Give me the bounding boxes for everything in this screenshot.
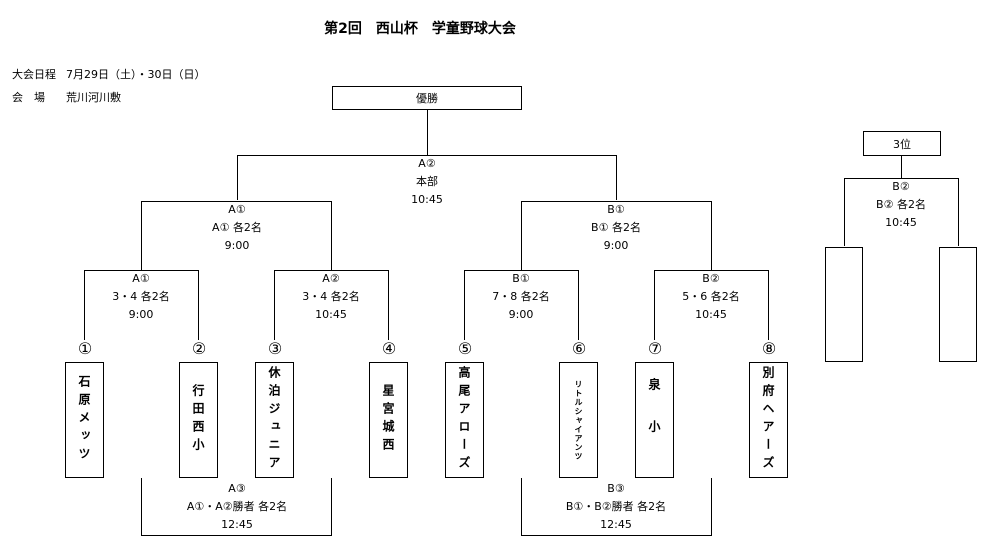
seed-number: ⑥ — [571, 339, 587, 358]
schedule-date-row: 大会日程 7月29日（土）・30日（日） — [12, 66, 206, 82]
team-name: 別府ヘアーズ — [761, 366, 775, 474]
champion-label: 優勝 — [416, 92, 438, 105]
bracket-line — [274, 270, 389, 340]
bracket-line — [521, 478, 712, 536]
team-box: 行田西小 — [179, 362, 218, 478]
team-name: 星宮城西 — [381, 384, 395, 456]
third-place-slot — [825, 247, 863, 362]
seed-number: ⑧ — [761, 339, 777, 358]
team-name: リトルシャイアンツ — [574, 379, 583, 461]
seed-number: ⑤ — [457, 339, 473, 358]
schedule-venue-value: 荒川河川敷 — [66, 91, 121, 104]
seed-number: ⑦ — [647, 339, 663, 358]
page-title: 第2回 西山杯 学童野球大会 — [324, 21, 516, 37]
team-name: 高尾アローズ — [457, 366, 471, 474]
bracket-line — [84, 270, 199, 340]
team-name: 休泊ジュニア — [267, 366, 281, 474]
schedule-venue-label: 会 場 — [12, 91, 45, 104]
team-box: 泉小 — [635, 362, 674, 478]
third-place-label: 3位 — [893, 137, 911, 151]
third-place-slot — [939, 247, 977, 362]
team-name: 行田西小 — [191, 384, 205, 456]
team-box: 石原メッツ — [65, 362, 104, 478]
seed-number: ③ — [267, 339, 283, 358]
team-box: リトルシャイアンツ — [559, 362, 598, 478]
bracket-line — [844, 178, 959, 246]
schedule-date-value: 7月29日（土）・30日（日） — [66, 68, 206, 81]
team-box: 別府ヘアーズ — [749, 362, 788, 478]
bracket-line — [237, 155, 617, 200]
seed-number: ④ — [381, 339, 397, 358]
seed-number: ① — [77, 339, 93, 358]
team-box: 休泊ジュニア — [255, 362, 294, 478]
team-box: 高尾アローズ — [445, 362, 484, 478]
champion-box: 優勝 — [332, 86, 522, 110]
bracket-line — [141, 201, 332, 270]
third-place-box: 3位 — [863, 131, 941, 156]
bracket-line — [464, 270, 579, 340]
team-box: 星宮城西 — [369, 362, 408, 478]
seed-number: ② — [191, 339, 207, 358]
team-name: 泉小 — [647, 378, 661, 462]
schedule-date-label: 大会日程 — [12, 68, 56, 81]
bracket-line — [141, 478, 332, 536]
bracket-line — [654, 270, 769, 340]
team-name: 石原メッツ — [77, 375, 91, 465]
schedule-venue-row: 会 場 荒川河川敷 — [12, 89, 121, 105]
bracket-line — [521, 201, 712, 270]
